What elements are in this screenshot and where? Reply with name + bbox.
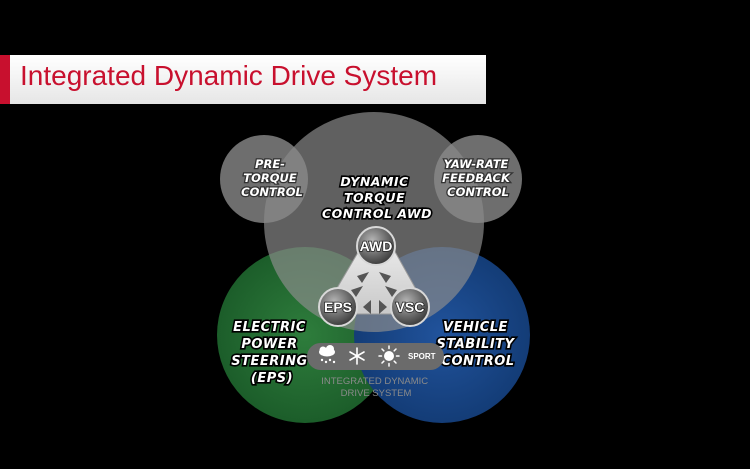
arrow-left-icon [363,300,371,314]
eps-node: EPS [318,287,358,327]
yaw-rate-circle [434,135,522,223]
drive-mode-bar: SPORT [307,343,444,370]
rain-mode-icon [319,345,336,364]
snow-mode-icon [349,347,365,365]
pre-torque-label: PRE- TORQUE CONTROL [241,157,303,199]
yaw-rate-label: YAW-RATE FEEDBACK CONTROL [442,157,514,199]
normal-mode-icon [378,345,400,367]
arrow-down-right-icon [385,286,397,297]
arrow-up-right-icon [379,272,391,283]
dynamic-torque-label: DYNAMIC TORQUE CONTROL AWD [322,174,432,221]
arrow-down-left-icon [351,286,363,297]
page-title: Integrated Dynamic Drive System [20,60,438,91]
svg-text:EPS: EPS [324,299,352,315]
sport-mode-label: SPORT [408,352,436,361]
svg-text:VSC: VSC [396,299,425,315]
vsc-label: VEHICLE STABILITY CONTROL [437,320,520,369]
eps-label: ELECTRIC POWER STEERING (EPS) [231,320,312,386]
arrow-up-left-icon [357,272,369,283]
title-bar: Integrated Dynamic Drive System [0,55,486,104]
pre-torque-circle [220,135,308,223]
system-label: INTEGRATED DYNAMIC DRIVE SYSTEM [321,376,431,399]
vsc-node: VSC [390,287,430,327]
svg-text:AWD: AWD [360,238,393,254]
awd-node: AWD [356,226,396,266]
arrow-right-icon [379,300,387,314]
dynamic-torque-circle [264,112,484,332]
